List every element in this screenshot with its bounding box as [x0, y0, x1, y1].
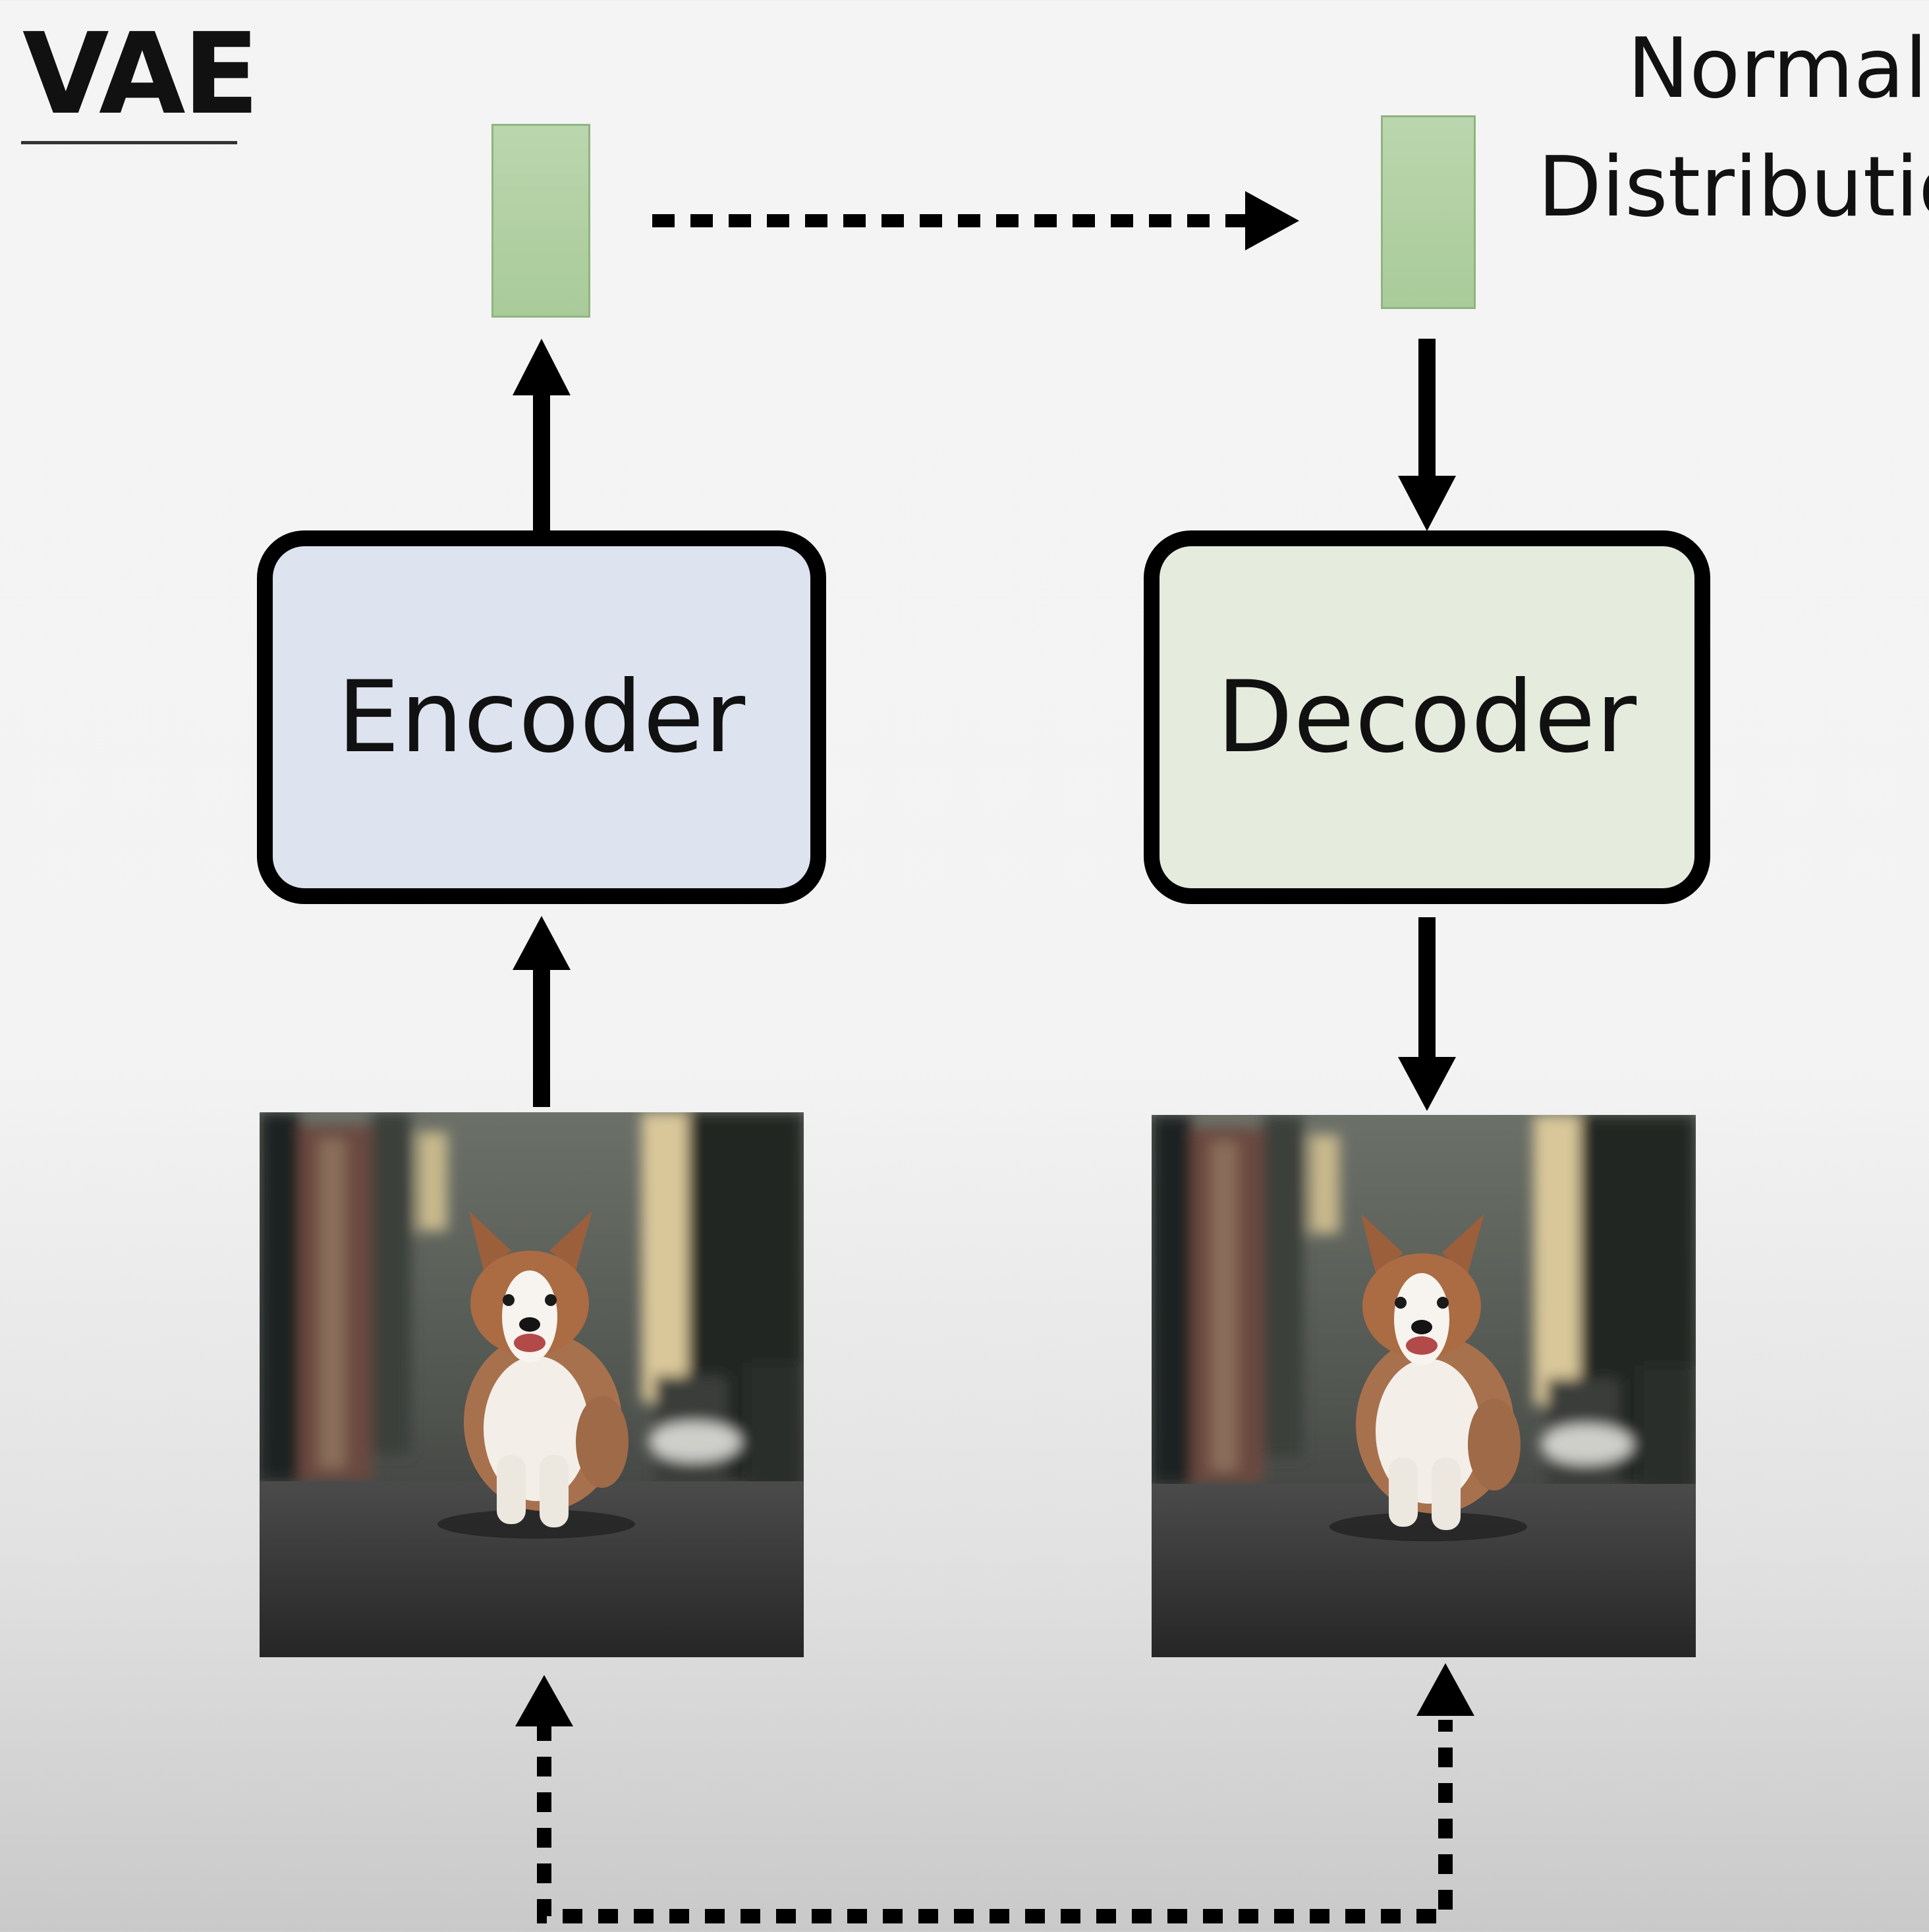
title-underline [21, 141, 237, 144]
image-to-encoder-arrow-head [513, 916, 571, 970]
normal-distribution-label-line1: Normal [1627, 20, 1928, 117]
output-corgi-illustration [1152, 1115, 1696, 1657]
decoder-to-image-arrow-head [1398, 1057, 1456, 1111]
encoder-latent-vector [491, 124, 590, 318]
encoder-label: Encoder [337, 660, 746, 775]
reconstruction-arrow-head-right [1416, 1663, 1474, 1716]
diagram-title: VAE [22, 9, 260, 140]
decoder-label: Decoder [1216, 660, 1638, 775]
normal-distribution-label: Normal Distributio [1538, 9, 1929, 246]
input-image [260, 1112, 804, 1657]
output-image [1152, 1115, 1696, 1657]
encoder-box: Encoder [257, 530, 826, 904]
input-corgi-illustration [260, 1112, 804, 1657]
normal-distribution-label-line2: Distributio [1538, 138, 1929, 235]
decoder-box: Decoder [1144, 530, 1710, 904]
reconstruction-arrow-head-left [515, 1675, 573, 1726]
encoder-to-latent-arrow-head [513, 339, 571, 395]
latent-to-decoder-arrow-head [1398, 476, 1456, 531]
decoder-latent-vector [1381, 115, 1476, 309]
reconstruction-loss-connector [537, 1720, 1453, 1923]
sampling-arrow-head [1245, 191, 1299, 250]
